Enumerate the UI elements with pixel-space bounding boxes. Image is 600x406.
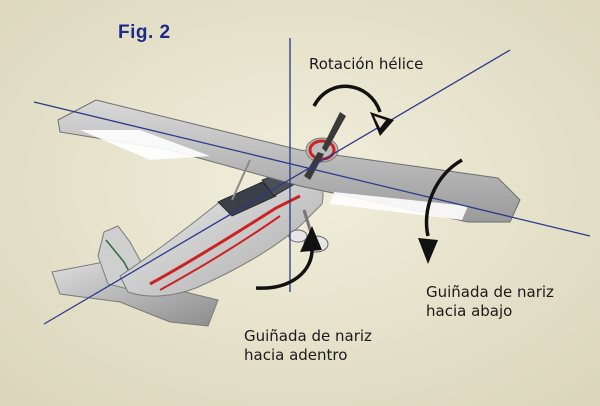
fuselage-stripe-upper — [149, 194, 301, 286]
wing-strut — [231, 159, 251, 201]
propeller-blade-top — [322, 112, 346, 152]
wing-flap-left — [80, 130, 210, 160]
label-yaw-down-line1: Guiñada de nariz — [426, 283, 554, 301]
label-yaw-down: Guiñada de nariz hacia abajo — [426, 283, 554, 321]
fuselage-stripe-lower — [159, 215, 281, 291]
wing-flap-right — [330, 192, 468, 220]
label-yaw-in-line2: hacia adentro — [244, 346, 348, 364]
lateral-axis — [33, 101, 591, 237]
propeller-blade-bottom — [304, 152, 324, 180]
yaw-in-arrow — [255, 245, 314, 290]
label-yaw-in: Guiñada de nariz hacia adentro — [244, 327, 372, 365]
main-wheel — [288, 229, 308, 243]
yaw-down-arrow — [424, 158, 463, 237]
label-yaw-down-line2: hacia abajo — [426, 302, 513, 320]
yaw-down-arrowhead — [418, 238, 438, 264]
rotation-arrowhead-inner — [374, 116, 386, 128]
label-yaw-in-line1: Guiñada de nariz — [244, 327, 372, 345]
label-rotation-text: Rotación hélice — [309, 55, 424, 73]
yaw-in-arrowhead — [300, 226, 322, 252]
rotation-arrow — [312, 84, 382, 113]
propeller-ring — [308, 139, 336, 161]
cabin-window — [217, 181, 277, 217]
label-rotation: Rotación hélice — [309, 55, 423, 74]
figure-title: Fig. 2 — [118, 22, 171, 43]
longitudinal-axis — [43, 49, 511, 325]
fuselage — [119, 167, 324, 297]
